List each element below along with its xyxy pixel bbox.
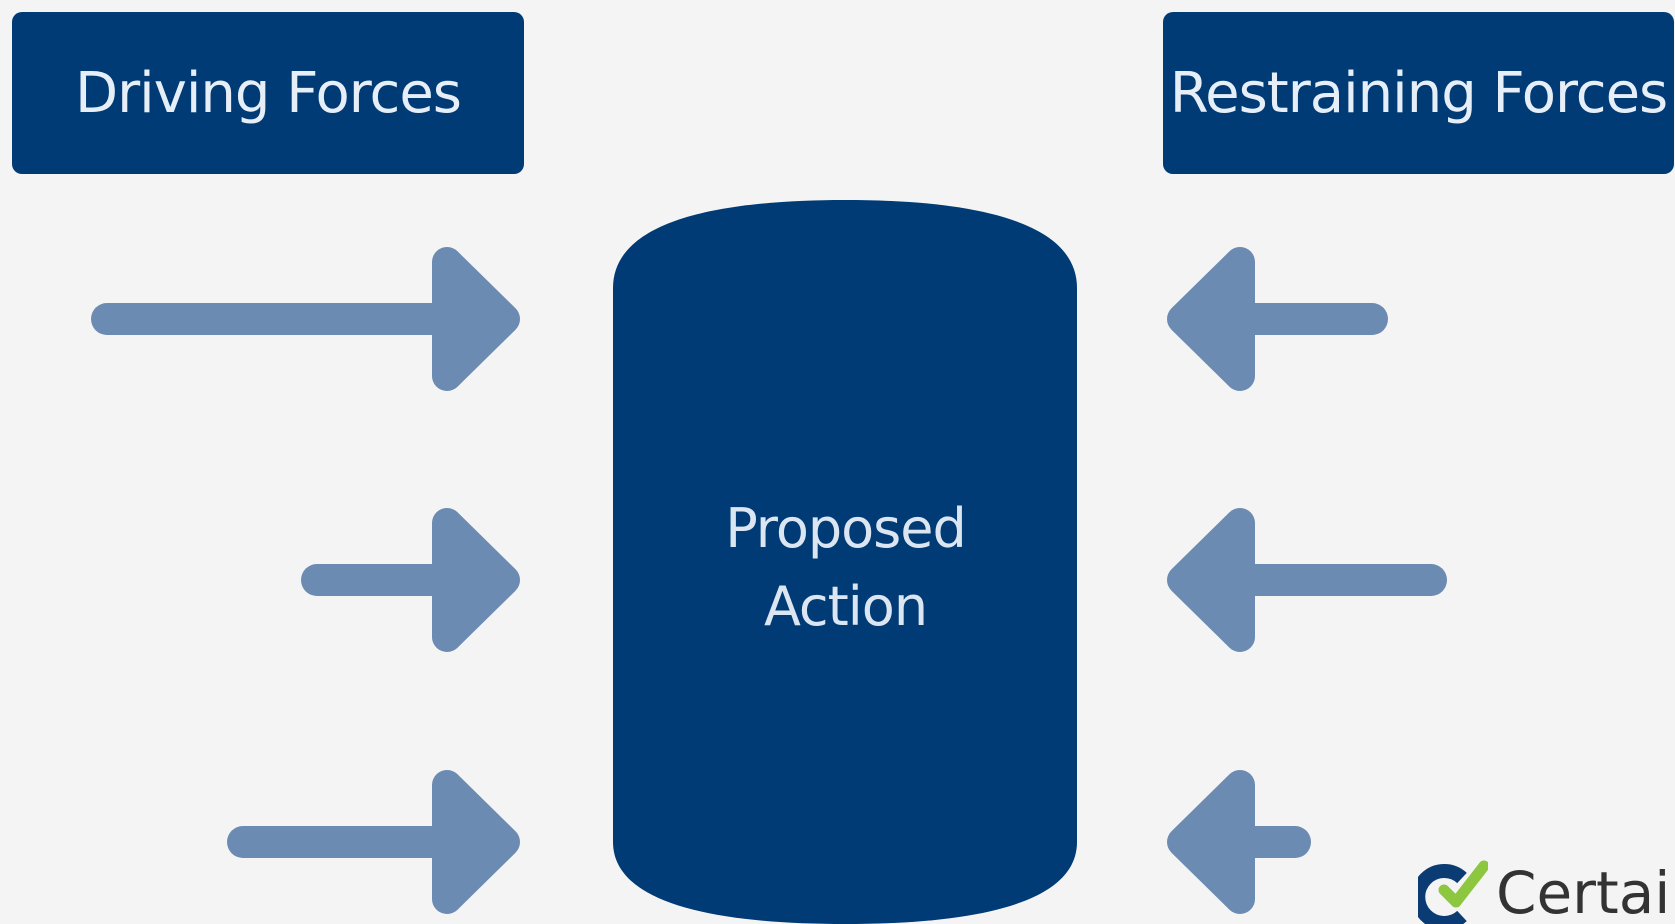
- driving-arrow-2: [301, 508, 520, 652]
- certainty-logo: Certai: [1418, 858, 1670, 924]
- restraining-forces-header: Restraining Forces: [1163, 12, 1674, 174]
- restraining-arrow-2: [1167, 508, 1447, 652]
- restraining-arrow-3: [1167, 770, 1311, 914]
- driving-arrow-3: [227, 770, 520, 914]
- proposed-action-shape: [613, 200, 1077, 924]
- driving-forces-header: Driving Forces: [12, 12, 524, 174]
- proposed-action-line-2: Action: [763, 575, 928, 638]
- logo-text: Certai: [1496, 859, 1671, 924]
- proposed-action-line-1: Proposed: [725, 497, 967, 560]
- restraining-forces-label: Restraining Forces: [1169, 60, 1668, 126]
- proposed-action-label: Proposed Action: [613, 490, 1078, 646]
- driving-arrow-1: [91, 247, 520, 391]
- checkmark-c-logo-icon: [1418, 860, 1488, 924]
- restraining-arrow-1: [1167, 247, 1388, 391]
- driving-forces-label: Driving Forces: [75, 60, 462, 126]
